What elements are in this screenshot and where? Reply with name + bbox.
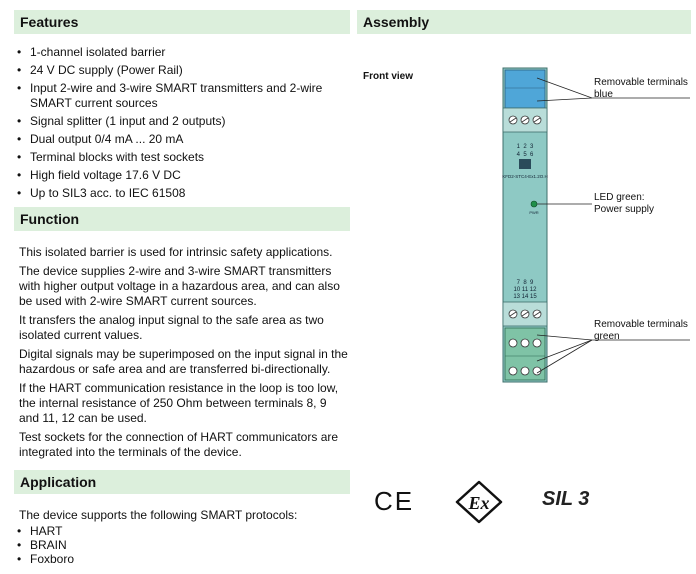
- device-model-label: KFD2-STC4-Ex1.2O.H: [502, 174, 548, 179]
- led-label: PWR: [529, 210, 538, 215]
- list-item: Foxboro: [14, 552, 349, 566]
- callout-led: LED green: Power supply: [594, 192, 654, 216]
- features-heading: Features: [14, 10, 350, 34]
- device-terminal-numbers: 10 11 12: [514, 287, 538, 293]
- callout-text: Removable terminals: [594, 77, 688, 88]
- paragraph: Test sockets for the connection of HART …: [19, 430, 339, 459]
- device-terminal-numbers: 4 5 6: [517, 152, 534, 158]
- callout-text: blue: [594, 89, 613, 100]
- assembly-heading: Assembly: [357, 10, 691, 34]
- paragraph: It transfers the analog input signal to …: [19, 313, 324, 342]
- callout-green-terminals: Removable terminals green: [594, 319, 688, 343]
- paragraph: Digital signals may be superimposed on t…: [19, 347, 348, 376]
- callout-text: green: [594, 331, 620, 342]
- list-item: HART: [14, 524, 349, 538]
- list-item: BRAIN: [14, 538, 349, 552]
- sil-mark: SIL 3: [542, 488, 590, 510]
- front-view-label: Front view: [363, 71, 414, 82]
- paragraph: This isolated barrier is used for intrin…: [19, 245, 333, 259]
- list-item: 24 V DC supply (Power Rail): [14, 63, 350, 78]
- list-item: Dual output 0/4 mA ... 20 mA: [14, 132, 350, 147]
- paragraph: The device supplies 2-wire and 3-wire SM…: [19, 264, 340, 308]
- function-text: This isolated barrier is used for intrin…: [19, 245, 349, 464]
- list-item: Up to SIL3 acc. to IEC 61508: [14, 186, 350, 201]
- device-terminal-numbers: 13 14 15: [513, 294, 537, 300]
- list-item: Terminal blocks with test sockets: [14, 150, 350, 165]
- application-heading: Application: [14, 470, 350, 494]
- callout-text: LED green:: [594, 192, 645, 203]
- callout-blue-terminals: Removable terminals blue: [594, 77, 688, 101]
- device-terminal-numbers: 1 2 3: [517, 144, 534, 150]
- ex-mark-text: Ex: [467, 493, 489, 513]
- callout-text: Power supply: [594, 204, 655, 215]
- application-text: The device supports the following SMART …: [17, 508, 349, 566]
- ce-mark: CE: [374, 486, 415, 516]
- function-heading: Function: [14, 207, 350, 231]
- list-item: Input 2-wire and 3-wire SMART transmitte…: [14, 81, 350, 111]
- ex-mark: Ex: [455, 480, 503, 524]
- list-item: 1-channel isolated barrier: [14, 45, 350, 60]
- list-item: Signal splitter (1 input and 2 outputs): [14, 114, 350, 129]
- callout-text: Removable terminals: [594, 319, 688, 330]
- led-indicator: [530, 200, 538, 208]
- features-list: 1-channel isolated barrier 24 V DC suppl…: [14, 45, 350, 204]
- paragraph: If the HART communication resistance in …: [19, 381, 339, 425]
- device-terminal-numbers: 7 8 9: [517, 280, 534, 286]
- list-item: High field voltage 17.6 V DC: [14, 168, 350, 183]
- application-intro: The device supports the following SMART …: [19, 508, 298, 522]
